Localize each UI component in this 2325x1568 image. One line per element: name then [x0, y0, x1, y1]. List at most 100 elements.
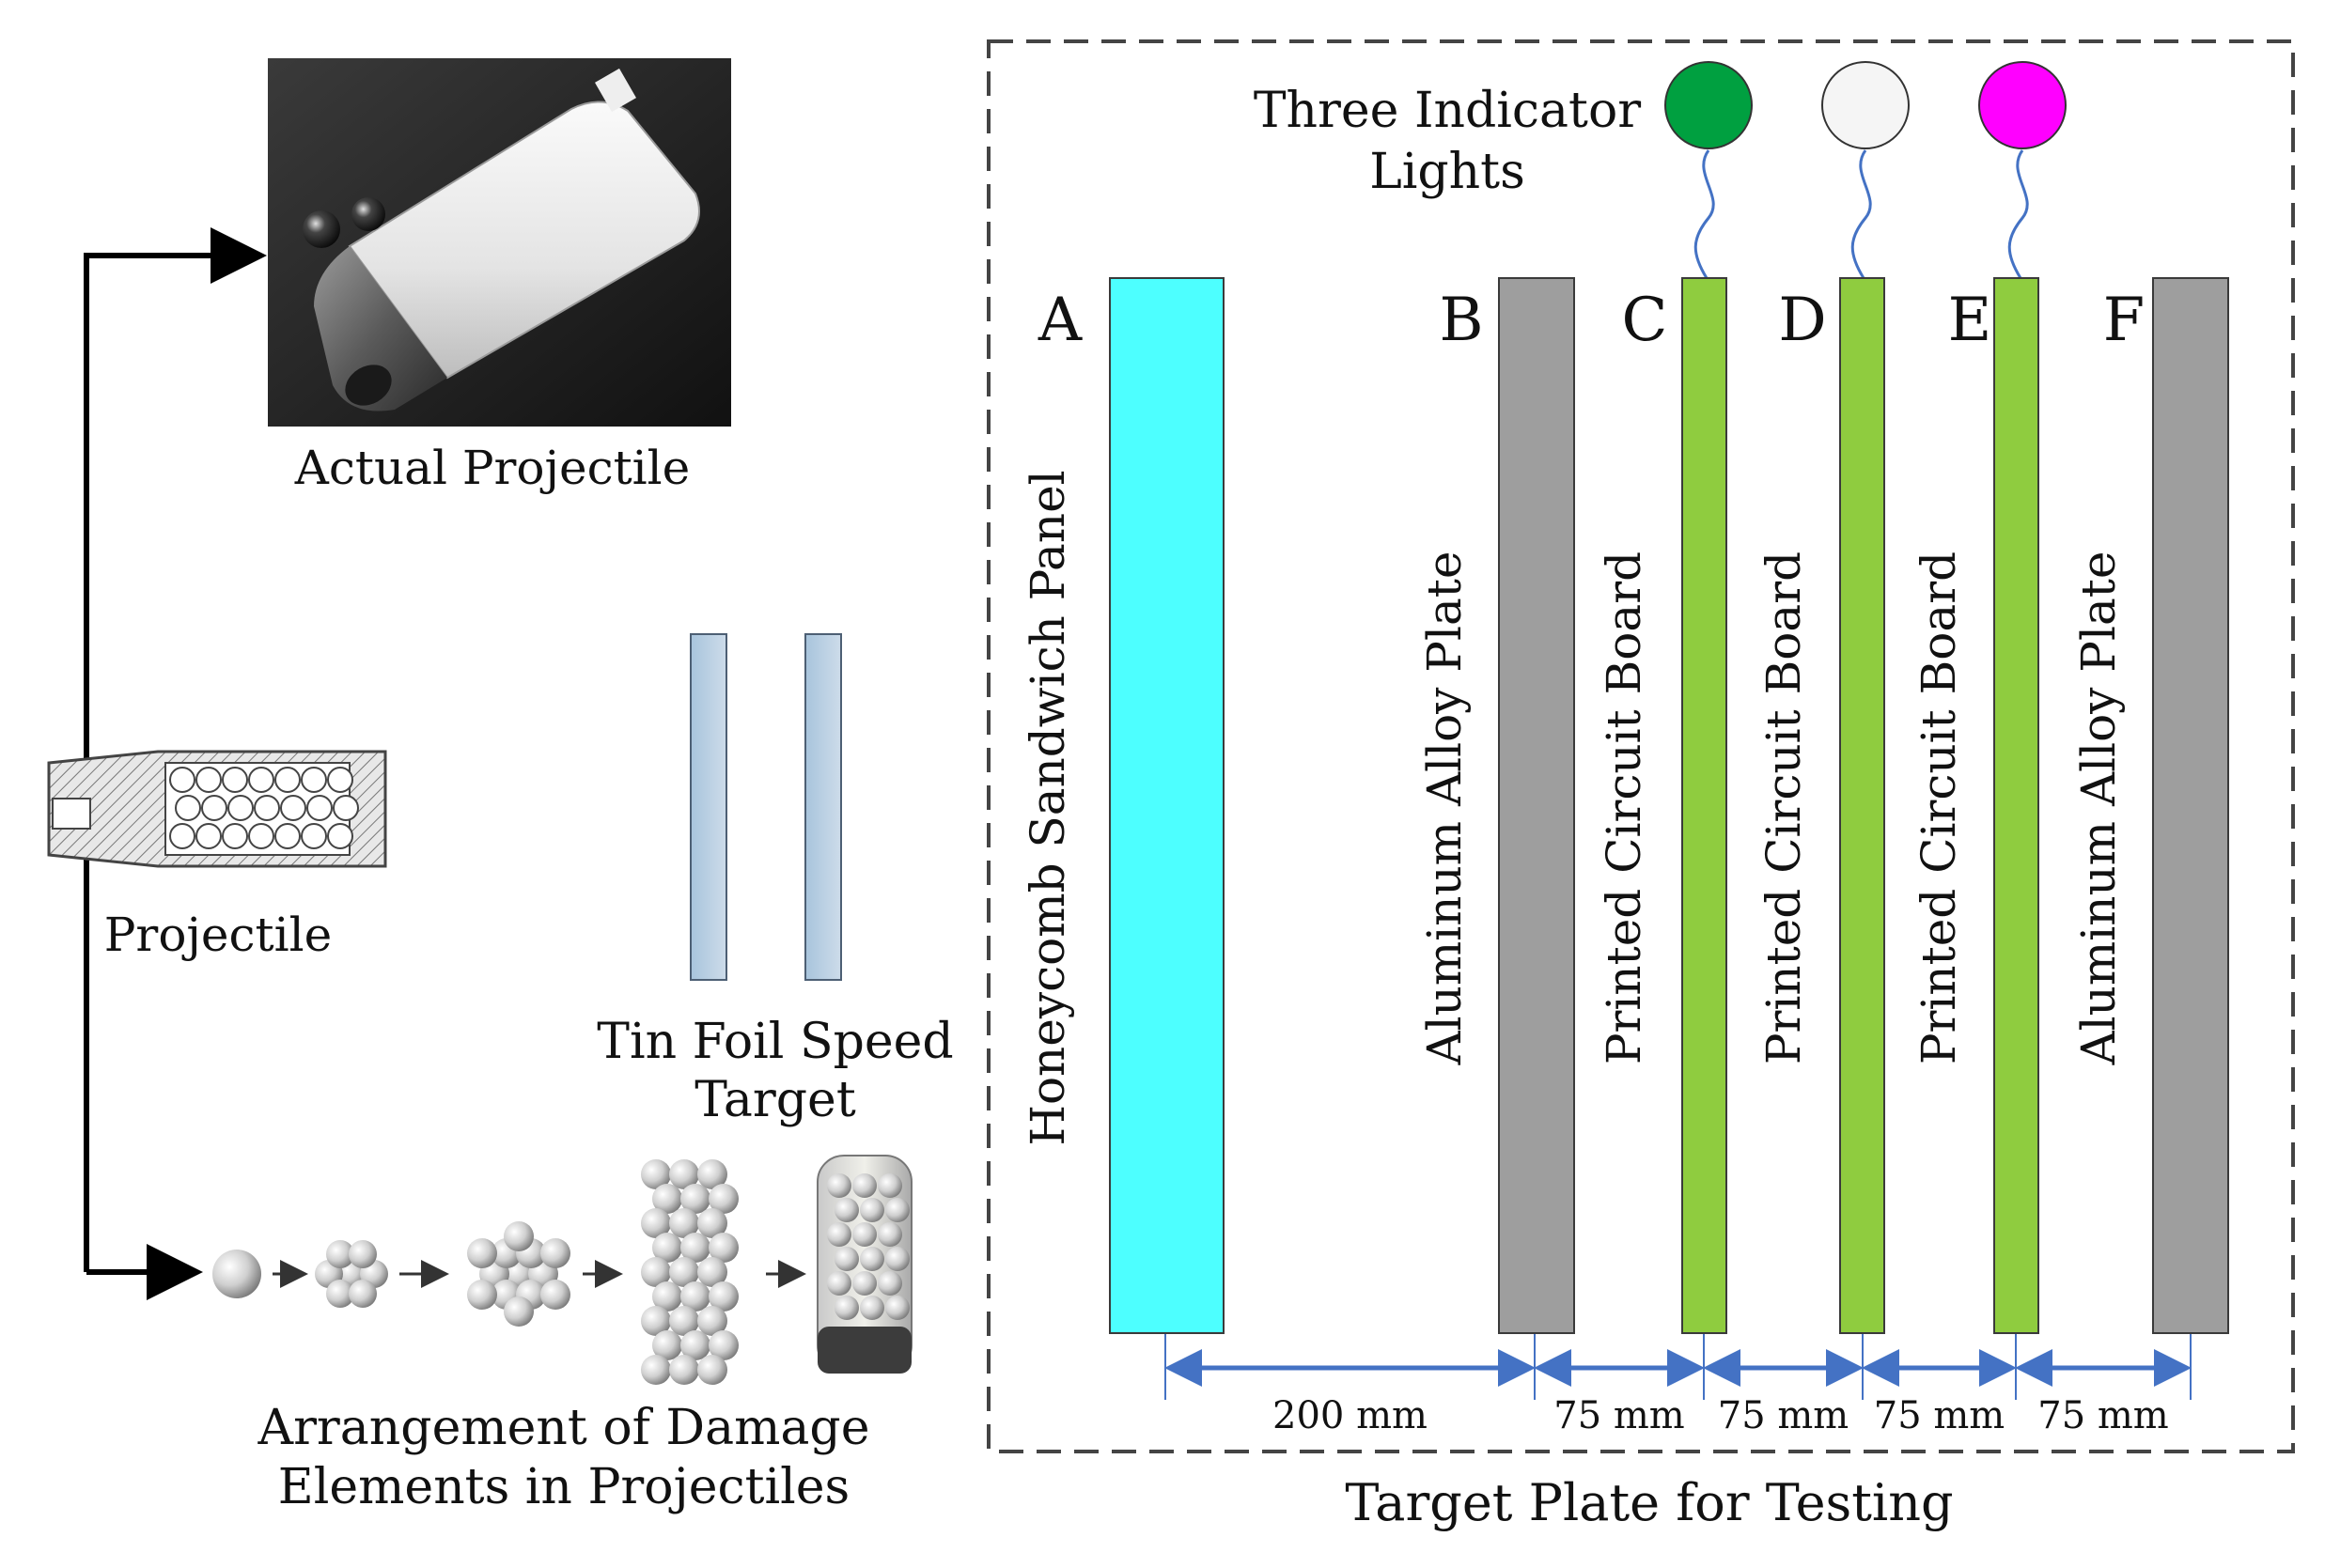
plate-letter-a: A — [1038, 286, 1083, 355]
arrangement-sequence — [212, 1155, 913, 1385]
cross-section-ball — [222, 823, 248, 849]
damage-element-sphere — [641, 1208, 671, 1238]
damage-element-sphere — [878, 1271, 902, 1296]
damage-element-sphere — [212, 1250, 261, 1298]
indicator-label-line2: Lights — [1369, 144, 1525, 200]
damage-element-sphere — [504, 1296, 534, 1327]
arrangement-label-line2: Elements in Projectiles — [278, 1459, 850, 1515]
damage-element-sphere — [641, 1257, 671, 1287]
damage-element-sphere — [852, 1271, 877, 1296]
damage-element-sphere — [669, 1257, 699, 1287]
damage-element-sphere — [669, 1208, 699, 1238]
indicator-light-1 — [1664, 61, 1753, 149]
cross-section-ball — [280, 795, 306, 821]
damage-element-sphere — [860, 1247, 884, 1271]
spacing-label-4: 75 mm — [1874, 1394, 2005, 1437]
indicator-wire — [1693, 149, 1715, 279]
damage-element-sphere — [349, 1240, 377, 1268]
spacing-label-1: 200 mm — [1272, 1394, 1428, 1437]
arrangement-label-line1: Arrangement of Damage — [257, 1400, 870, 1456]
plate-letter-e: E — [1948, 286, 1992, 355]
cross-section-ball — [222, 767, 248, 793]
cross-section-ball — [195, 767, 222, 793]
damage-element-sphere — [835, 1198, 859, 1222]
plate-name-b: Aluminum Alloy Plate — [1417, 551, 1472, 1066]
damage-element-sphere — [860, 1296, 884, 1320]
damage-element-sphere — [827, 1173, 851, 1198]
speed-target-label-line2: Target — [694, 1072, 856, 1128]
spacing-label-2: 75 mm — [1553, 1394, 1684, 1437]
damage-element-sphere — [680, 1184, 710, 1214]
damage-element-sphere — [852, 1222, 877, 1247]
plate-letter-b: B — [1439, 286, 1483, 355]
damage-element-sphere — [885, 1296, 910, 1320]
damage-element-sphere — [709, 1281, 739, 1312]
cross-section-ball — [248, 823, 274, 849]
cross-section-ball — [169, 823, 195, 849]
plate-e — [1993, 277, 2039, 1334]
damage-element-sphere — [669, 1306, 699, 1336]
plate-a — [1109, 277, 1225, 1334]
damage-element-sphere — [827, 1222, 851, 1247]
cross-section-ball — [195, 823, 222, 849]
damage-element-sphere — [878, 1222, 902, 1247]
plate-letter-d: D — [1778, 286, 1826, 355]
tin-foil-speed-target — [690, 633, 842, 981]
cross-section-ball — [274, 767, 301, 793]
target-plate-box — [987, 39, 2295, 1453]
damage-element-sphere — [641, 1355, 671, 1385]
plate-name-c: Printed Circuit Board — [1597, 551, 1651, 1064]
cross-section-ball — [201, 795, 227, 821]
damage-element-sphere — [540, 1280, 570, 1310]
projectile-label: Projectile — [104, 908, 332, 962]
cross-section-ball — [327, 823, 353, 849]
plate-b — [1498, 277, 1575, 1334]
damage-element-sphere — [860, 1198, 884, 1222]
indicator-light-3 — [1978, 61, 2067, 149]
plate-letter-f: F — [2103, 286, 2145, 355]
damage-element-sphere — [326, 1280, 354, 1308]
damage-element-sphere — [540, 1238, 570, 1268]
speed-target-foil-2 — [804, 633, 842, 981]
plate-d — [1839, 277, 1885, 1334]
damage-element-sphere — [709, 1233, 739, 1263]
plate-name-d: Printed Circuit Board — [1756, 551, 1811, 1064]
damage-element-sphere — [641, 1306, 671, 1336]
damage-element-sphere — [697, 1355, 727, 1385]
indicator-label-line1: Three Indicator — [1254, 83, 1641, 139]
cross-section-ball — [227, 795, 254, 821]
damage-element-sphere — [697, 1306, 727, 1336]
plate-name-e: Printed Circuit Board — [1911, 551, 1966, 1064]
canister-base — [818, 1327, 912, 1374]
damage-element-sphere — [827, 1271, 851, 1296]
cross-section-ball — [306, 795, 333, 821]
damage-element-sphere — [652, 1330, 682, 1360]
damage-element-sphere — [467, 1238, 497, 1268]
cross-section-ball — [333, 795, 359, 821]
damage-element-sphere — [835, 1296, 859, 1320]
cross-section-ball — [301, 767, 327, 793]
indicator-wire — [2007, 149, 2029, 279]
damage-element-sphere — [885, 1198, 910, 1222]
actual-projectile-photo — [268, 58, 731, 427]
damage-element-sphere — [641, 1159, 671, 1189]
cross-section-ball — [248, 767, 274, 793]
damage-element-sphere — [504, 1221, 534, 1251]
cross-section-ball — [254, 795, 280, 821]
plate-letter-c: C — [1622, 286, 1668, 355]
plate-c — [1681, 277, 1727, 1334]
damage-element-sphere — [878, 1173, 902, 1198]
plate-f — [2152, 277, 2229, 1334]
damage-element-sphere — [697, 1159, 727, 1189]
damage-element-sphere — [835, 1247, 859, 1271]
cross-section-ball — [274, 823, 301, 849]
projectile-cross-section — [47, 750, 387, 868]
cross-section-ball — [301, 823, 327, 849]
spacing-label-3: 75 mm — [1718, 1394, 1849, 1437]
arrow-to-photo — [84, 227, 267, 1272]
damage-element-sphere — [669, 1159, 699, 1189]
cross-section-ball — [169, 767, 195, 793]
